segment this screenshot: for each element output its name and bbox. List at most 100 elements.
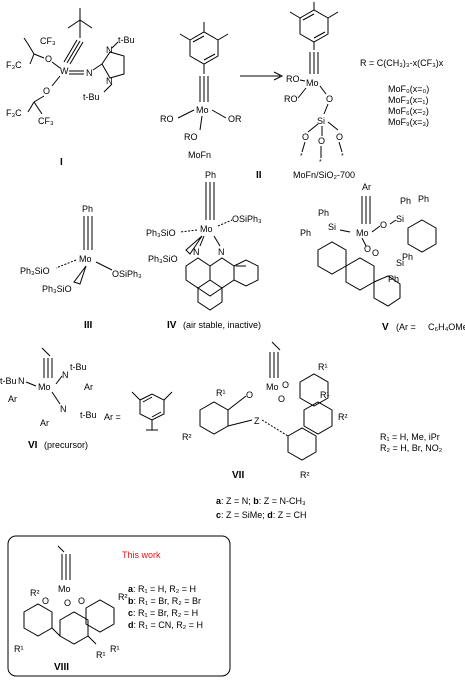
O-VII-a: O bbox=[246, 390, 253, 400]
z-def-b-text: : Z = N-CH₃ bbox=[259, 496, 306, 506]
compound-VI: Mo N N N t-Bu t-Bu t-Bu Ar Ar Ar VI (pre… bbox=[0, 347, 173, 451]
note-VI: (precursor) bbox=[44, 440, 88, 450]
compound-II-left: Mo RO OR RO MoFn bbox=[160, 22, 242, 160]
svg-text:c: R₁ = Br, R₂ = H: c: R₁ = Br, R₂ = H bbox=[128, 608, 198, 618]
variant-c-letter: c bbox=[128, 608, 133, 618]
svg-text:d: R₁ = CN, R₂ = H: d: R₁ = CN, R₂ = H bbox=[128, 620, 203, 630]
variant-a-text: : R₁ = H, R₂ = H bbox=[133, 584, 196, 594]
atom-Mo-II-left: Mo bbox=[196, 105, 209, 115]
O-Mo-Si: O bbox=[326, 94, 333, 104]
O-VII-c: O bbox=[278, 394, 285, 404]
O-surface-1: O bbox=[302, 132, 309, 142]
variant-d-text: : R₁ = CN, R₂ = H bbox=[134, 620, 204, 630]
RO-bottom: RO bbox=[184, 132, 198, 142]
OSiPh3-IV: OSiPh₃ bbox=[232, 214, 262, 224]
z-def-b-letter: b bbox=[253, 496, 259, 506]
R1-VIII-a: R¹ bbox=[14, 644, 24, 654]
RO-upper: RO bbox=[286, 74, 300, 84]
N-IV-b: N bbox=[218, 247, 225, 257]
label-I: I bbox=[60, 157, 63, 168]
z-def-d-text: : Z = CH bbox=[273, 510, 307, 520]
mofn-3: MoF₃(x=₁) bbox=[388, 95, 428, 105]
N-VI-a: N bbox=[18, 376, 25, 386]
svg-text:*: * bbox=[300, 153, 303, 160]
N-VI-b: N bbox=[62, 370, 69, 380]
svg-text:b: R₁ = Br, R₂ = Br: b: R₁ = Br, R₂ = Br bbox=[128, 596, 201, 606]
variant-d-letter: d bbox=[128, 620, 134, 630]
Ph-V-d: Ph bbox=[300, 228, 311, 238]
Ph-V-a: Ph bbox=[400, 196, 411, 206]
O-VIII-b: O bbox=[64, 598, 71, 608]
mofn-9: MoF₉(x=₃) bbox=[388, 117, 429, 127]
tBu-VI-b: t-Bu bbox=[70, 362, 87, 372]
R2-VIII-a: R² bbox=[30, 588, 40, 598]
N-VI-c: N bbox=[60, 404, 67, 414]
z-def-a-text: : Z = N; bbox=[221, 496, 253, 506]
variant-a-letter: a bbox=[128, 584, 134, 594]
r-def-1: R₁ = H, Me, iPr bbox=[380, 432, 440, 442]
Ph-V-c: Ph bbox=[318, 208, 329, 218]
ar-equals: Ar = bbox=[104, 412, 121, 422]
svg-text:a: Z = N; b: Z = N-CH₃: a: Z = N; b: Z = N-CH₃ bbox=[216, 496, 306, 506]
O-surface-2: O bbox=[318, 136, 325, 146]
RO-left: RO bbox=[160, 114, 174, 124]
name-MoFn-SiO2: MoFn/SiO₂-700 bbox=[293, 170, 355, 180]
tBu-VI-a: t-Bu bbox=[0, 376, 17, 386]
mofn-6: MoF₆(x=₂) bbox=[388, 106, 429, 116]
O-VIII-c: O bbox=[78, 596, 85, 606]
svg-text:c: Z = SiMe; d: Z = CH: c: Z = SiMe; d: Z = CH bbox=[216, 510, 307, 520]
O-VII-b: O bbox=[282, 380, 289, 390]
label-VII: VII bbox=[232, 470, 244, 481]
variant-b-text: : R₁ = Br, R₂ = Br bbox=[134, 596, 202, 606]
R2-VII-c: R² bbox=[300, 470, 310, 480]
svg-text:*: * bbox=[341, 153, 344, 160]
z-def-c-text: : Z = SiMe; bbox=[221, 510, 267, 520]
atom-Mo-VIII: Mo bbox=[58, 584, 71, 594]
Ar-VI-b: Ar bbox=[84, 382, 93, 392]
label-V: V bbox=[382, 322, 389, 333]
RO-lower: RO bbox=[284, 94, 298, 104]
O-surface-3: O bbox=[336, 132, 343, 142]
compound-I: W N N N t-Bu t-Bu O F₃C CF₃ O F₃C CF₃ I bbox=[6, 8, 135, 168]
Ar-VI-c: Ar bbox=[40, 418, 49, 428]
OSiPh3-III: OSiPh₃ bbox=[112, 269, 142, 279]
z-def-d-letter: d bbox=[267, 510, 273, 520]
Ph-III: Ph bbox=[82, 204, 93, 214]
tBu-VI-c: t-Bu bbox=[80, 410, 97, 420]
N-IV-a: N bbox=[193, 247, 200, 257]
tbu-bottom: t-Bu bbox=[83, 92, 100, 102]
Ph3SiO-IV-a: Ph₃SiO bbox=[146, 228, 176, 238]
compound-VII: Mo O O O R¹ R¹ R¹ R² R² R² Z VII R₁ = H,… bbox=[182, 341, 443, 520]
label-VIII: VIII bbox=[54, 662, 69, 673]
note-IV: (air stable, inactive) bbox=[183, 320, 261, 330]
compound-II-right: Mo RO RO O Si O O O *** MoFn/SiO₂-700 II bbox=[256, 2, 355, 181]
R1-VIII-c: R¹ bbox=[110, 644, 120, 654]
atom-O-upper: O bbox=[45, 54, 52, 64]
atom-Mo-IV: Mo bbox=[200, 224, 213, 234]
cf3-upper-right: CF₃ bbox=[40, 36, 56, 46]
cf3-lower-right: CF₃ bbox=[38, 116, 54, 126]
Ar-VI-a: Ar bbox=[8, 394, 17, 404]
variant-c-text: : R₁ = Br, R₂ = H bbox=[133, 608, 198, 618]
tbu-top: t-Bu bbox=[118, 35, 135, 45]
R1-VII-c: R¹ bbox=[320, 390, 330, 400]
this-work-title: This work bbox=[122, 550, 161, 560]
Ph-V-e: Ph bbox=[402, 252, 413, 262]
r-def-2: R₂ = H, Br, NO₂ bbox=[380, 443, 443, 453]
compound-V: Ar Mo O Si Ph Ph Si Ph Ph O O Si Ph Ph V… bbox=[300, 182, 465, 333]
R2-VII-b: R² bbox=[338, 412, 348, 422]
atom-W: W bbox=[60, 66, 69, 76]
r-definition: R = C(CH₃)₃-x(CF₃)x bbox=[360, 58, 444, 68]
label-IV: IV bbox=[167, 320, 177, 331]
reaction-arrow bbox=[240, 71, 284, 81]
O-V-a: O bbox=[380, 220, 387, 230]
note-V-formula: C₆H₄OMe) bbox=[428, 322, 465, 332]
atom-N-ring-top: N bbox=[106, 45, 113, 55]
atom-Mo-III: Mo bbox=[79, 254, 92, 264]
R1-VII-a: R¹ bbox=[216, 388, 226, 398]
R1-VIII-b: R¹ bbox=[96, 650, 106, 660]
R2-VIII-b: R² bbox=[118, 592, 128, 602]
OR-right: OR bbox=[228, 114, 242, 124]
note-V-pre: (Ar = bbox=[396, 322, 416, 332]
Si-V-c: Si bbox=[396, 258, 404, 268]
